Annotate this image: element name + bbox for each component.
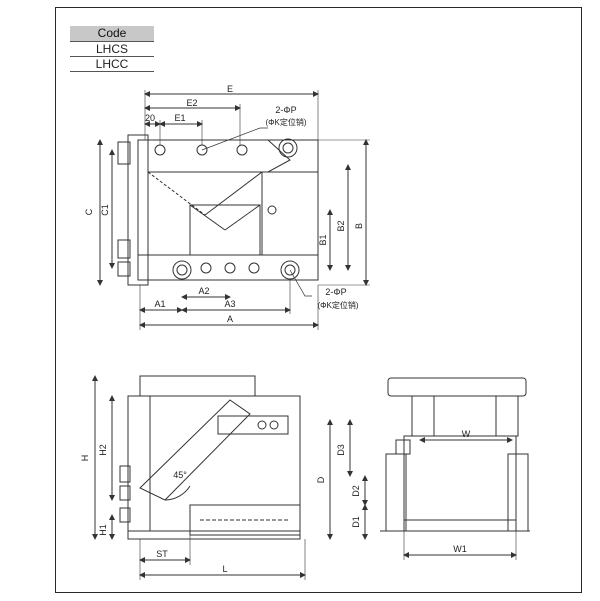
code-table: Code LHCS LHCC — [70, 26, 154, 72]
label-W: W — [462, 429, 471, 439]
label-D2: D2 — [351, 485, 361, 497]
side-right-ear — [507, 453, 529, 532]
wedge-block-diag-1 — [189, 204, 226, 231]
label-D3: D3 — [336, 444, 346, 456]
top-hole-3 — [236, 144, 248, 156]
label-H2: H2 — [98, 444, 108, 456]
label-A1: A1 — [154, 299, 165, 309]
code-table-header: Code — [70, 26, 154, 42]
leader-top — [201, 127, 268, 151]
label-H: H — [80, 455, 90, 462]
label-pin-bottom-2: (ΦK定位销) — [317, 300, 358, 310]
label-B1: B1 — [318, 234, 328, 245]
top-plate — [147, 139, 291, 173]
bottom-hole-3 — [248, 262, 260, 274]
bottom-pin-hole-right-inner — [284, 264, 296, 276]
side-body — [403, 435, 517, 532]
front-base — [127, 530, 301, 540]
leader-bottom — [289, 269, 312, 297]
wedge-head-hole-2 — [269, 420, 279, 430]
bottom-hole-1 — [200, 262, 212, 274]
angle-arc — [164, 485, 191, 501]
wedge-diag-1 — [147, 171, 206, 216]
top-view-body — [137, 139, 319, 281]
label-D1: D1 — [351, 516, 361, 528]
label-ST: ST — [156, 549, 168, 559]
bottom-pin-hole-left — [172, 260, 192, 280]
front-bolt-2 — [119, 485, 131, 501]
label-A3: A3 — [224, 299, 235, 309]
top-view-left-flange — [127, 134, 149, 286]
label-C: C — [84, 208, 94, 215]
label-E: E — [227, 84, 233, 94]
wedge-diag-2 — [204, 171, 263, 216]
side-hole — [267, 205, 277, 215]
label-A2: A2 — [198, 286, 209, 296]
label-H1: H1 — [98, 524, 108, 536]
side-bolt — [395, 439, 411, 455]
front-view — [92, 375, 306, 580]
wedge-head-hole-1 — [257, 420, 267, 430]
drawing-frame — [55, 7, 582, 593]
label-pin-top-2: (ΦK定位销) — [265, 117, 306, 127]
label-pin-bottom-1: 2-ΦP — [325, 287, 346, 297]
top-bolt-2 — [117, 239, 131, 259]
wedge-block-diag-2 — [224, 204, 261, 231]
top-pin-hole-right-inner — [282, 142, 294, 154]
wedge-head — [217, 415, 289, 435]
side-post-right — [495, 395, 519, 437]
wedge-45 — [139, 399, 251, 501]
label-B: B — [354, 223, 364, 229]
code-row-lhcs: LHCS — [70, 42, 154, 57]
top-bolt-3 — [117, 261, 131, 277]
bottom-pin-hole-right — [280, 260, 300, 280]
bottom-pin-hole-left-inner — [176, 264, 188, 276]
label-E1: E1 — [174, 113, 185, 123]
front-bolt-3 — [119, 507, 131, 523]
side-top-flange — [387, 377, 527, 397]
bottom-hole-2 — [224, 262, 236, 274]
top-hole-1 — [154, 144, 166, 156]
front-top-flange — [139, 375, 256, 397]
label-pin-top-1: 2-ΦP — [275, 105, 296, 115]
label-C1: C1 — [100, 204, 110, 216]
front-bolt-1 — [119, 465, 131, 483]
cylinder — [189, 504, 301, 536]
front-left-plate — [127, 395, 151, 532]
label-L: L — [222, 564, 227, 574]
label-angle: 45° — [173, 470, 187, 480]
label-E2: E2 — [186, 98, 197, 108]
top-bolt-1 — [117, 141, 131, 165]
top-pin-hole-right — [278, 138, 298, 158]
side-view — [327, 377, 530, 560]
label-D: D — [316, 476, 326, 483]
top-view — [97, 90, 370, 330]
code-row-lhcc: LHCC — [70, 57, 154, 72]
label-A: A — [227, 314, 233, 324]
side-post-left — [411, 395, 435, 437]
label-B2: B2 — [336, 220, 346, 231]
label-20: 20 — [145, 113, 155, 123]
side-left-ear — [385, 453, 407, 532]
label-W1: W1 — [453, 544, 467, 554]
